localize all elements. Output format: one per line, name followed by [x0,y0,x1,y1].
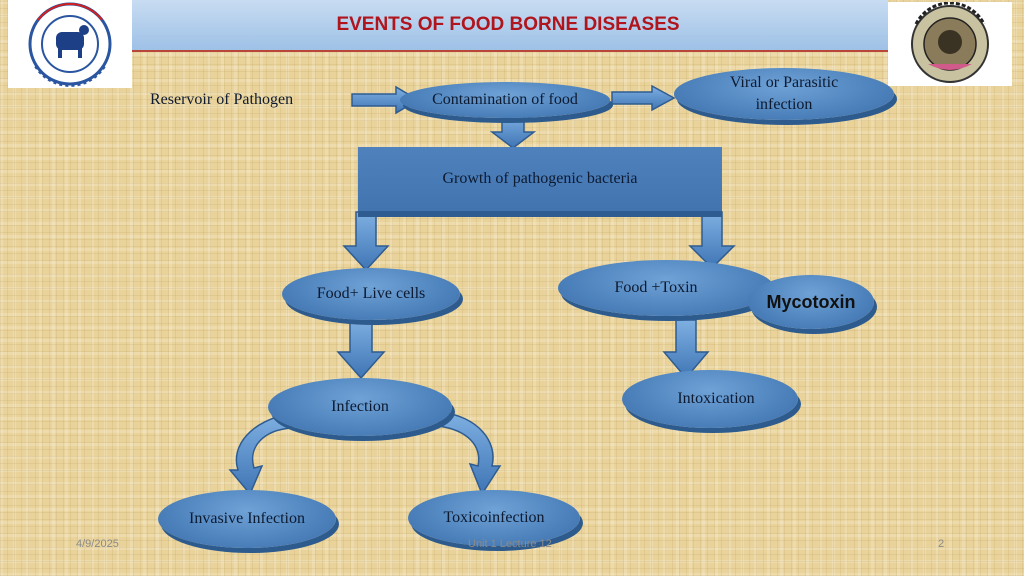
node-reservoir: Reservoir of Pathogen [150,88,350,112]
node-toxicoinfection: Toxicoinfection [408,490,580,546]
college-logo [888,1,1012,86]
arrow-infection-to-invasive [228,413,293,496]
node-contamination-label: Contamination of food [432,91,578,108]
node-toxicoinfection-label: Toxicoinfection [443,509,545,526]
node-reservoir-label: Reservoir of Pathogen [150,91,294,108]
node-contamination: Contamination of food [400,82,610,118]
node-food-toxin: Food +Toxin [558,260,774,316]
node-food-live-cells: Food+ Live cells [282,268,460,320]
arrow-livecells-to-infection [336,317,386,380]
node-invasive-infection: Invasive Infection [158,490,336,548]
node-viral-parasitic: Viral or Parasitic infection [674,68,894,120]
university-seal-icon [28,2,112,87]
footer-page-number: 2 [938,538,945,550]
arrow-contamination-to-growth [489,113,537,149]
node-intoxication: Intoxication [622,370,798,428]
arrow-infection-to-toxicoinfection [437,411,502,496]
node-food-toxin-label: Food +Toxin [614,279,698,296]
node-food-live-cells-label: Food+ Live cells [316,285,426,302]
arrow-toxin-to-intoxication [662,319,710,380]
node-invasive-infection-label: Invasive Infection [189,510,305,527]
arrow-growth-to-livecells [342,211,390,272]
arrow-growth-to-toxin [688,211,736,270]
node-infection-label: Infection [331,398,389,415]
college-seal-icon [911,1,989,83]
node-infection: Infection [268,378,452,436]
node-growth: Growth of pathogenic bacteria [358,147,722,211]
university-logo [8,0,132,88]
node-growth-label: Growth of pathogenic bacteria [442,170,638,187]
arrow-contamination-to-viral [611,84,676,112]
title-bar: EVENTS OF FOOD BORNE DISEASES [128,0,888,52]
node-mycotoxin: Mycotoxin [748,275,874,329]
node-mycotoxin-label: Mycotoxin [766,292,856,312]
node-intoxication-label: Intoxication [677,390,755,407]
footer-date: 4/9/2025 [76,538,119,550]
node-viral-parasitic-label: Viral or Parasitic infection [729,74,839,113]
footer-center: Unit 1 Lecture 12 [468,538,552,550]
slide-title: EVENTS OF FOOD BORNE DISEASES [336,14,680,35]
